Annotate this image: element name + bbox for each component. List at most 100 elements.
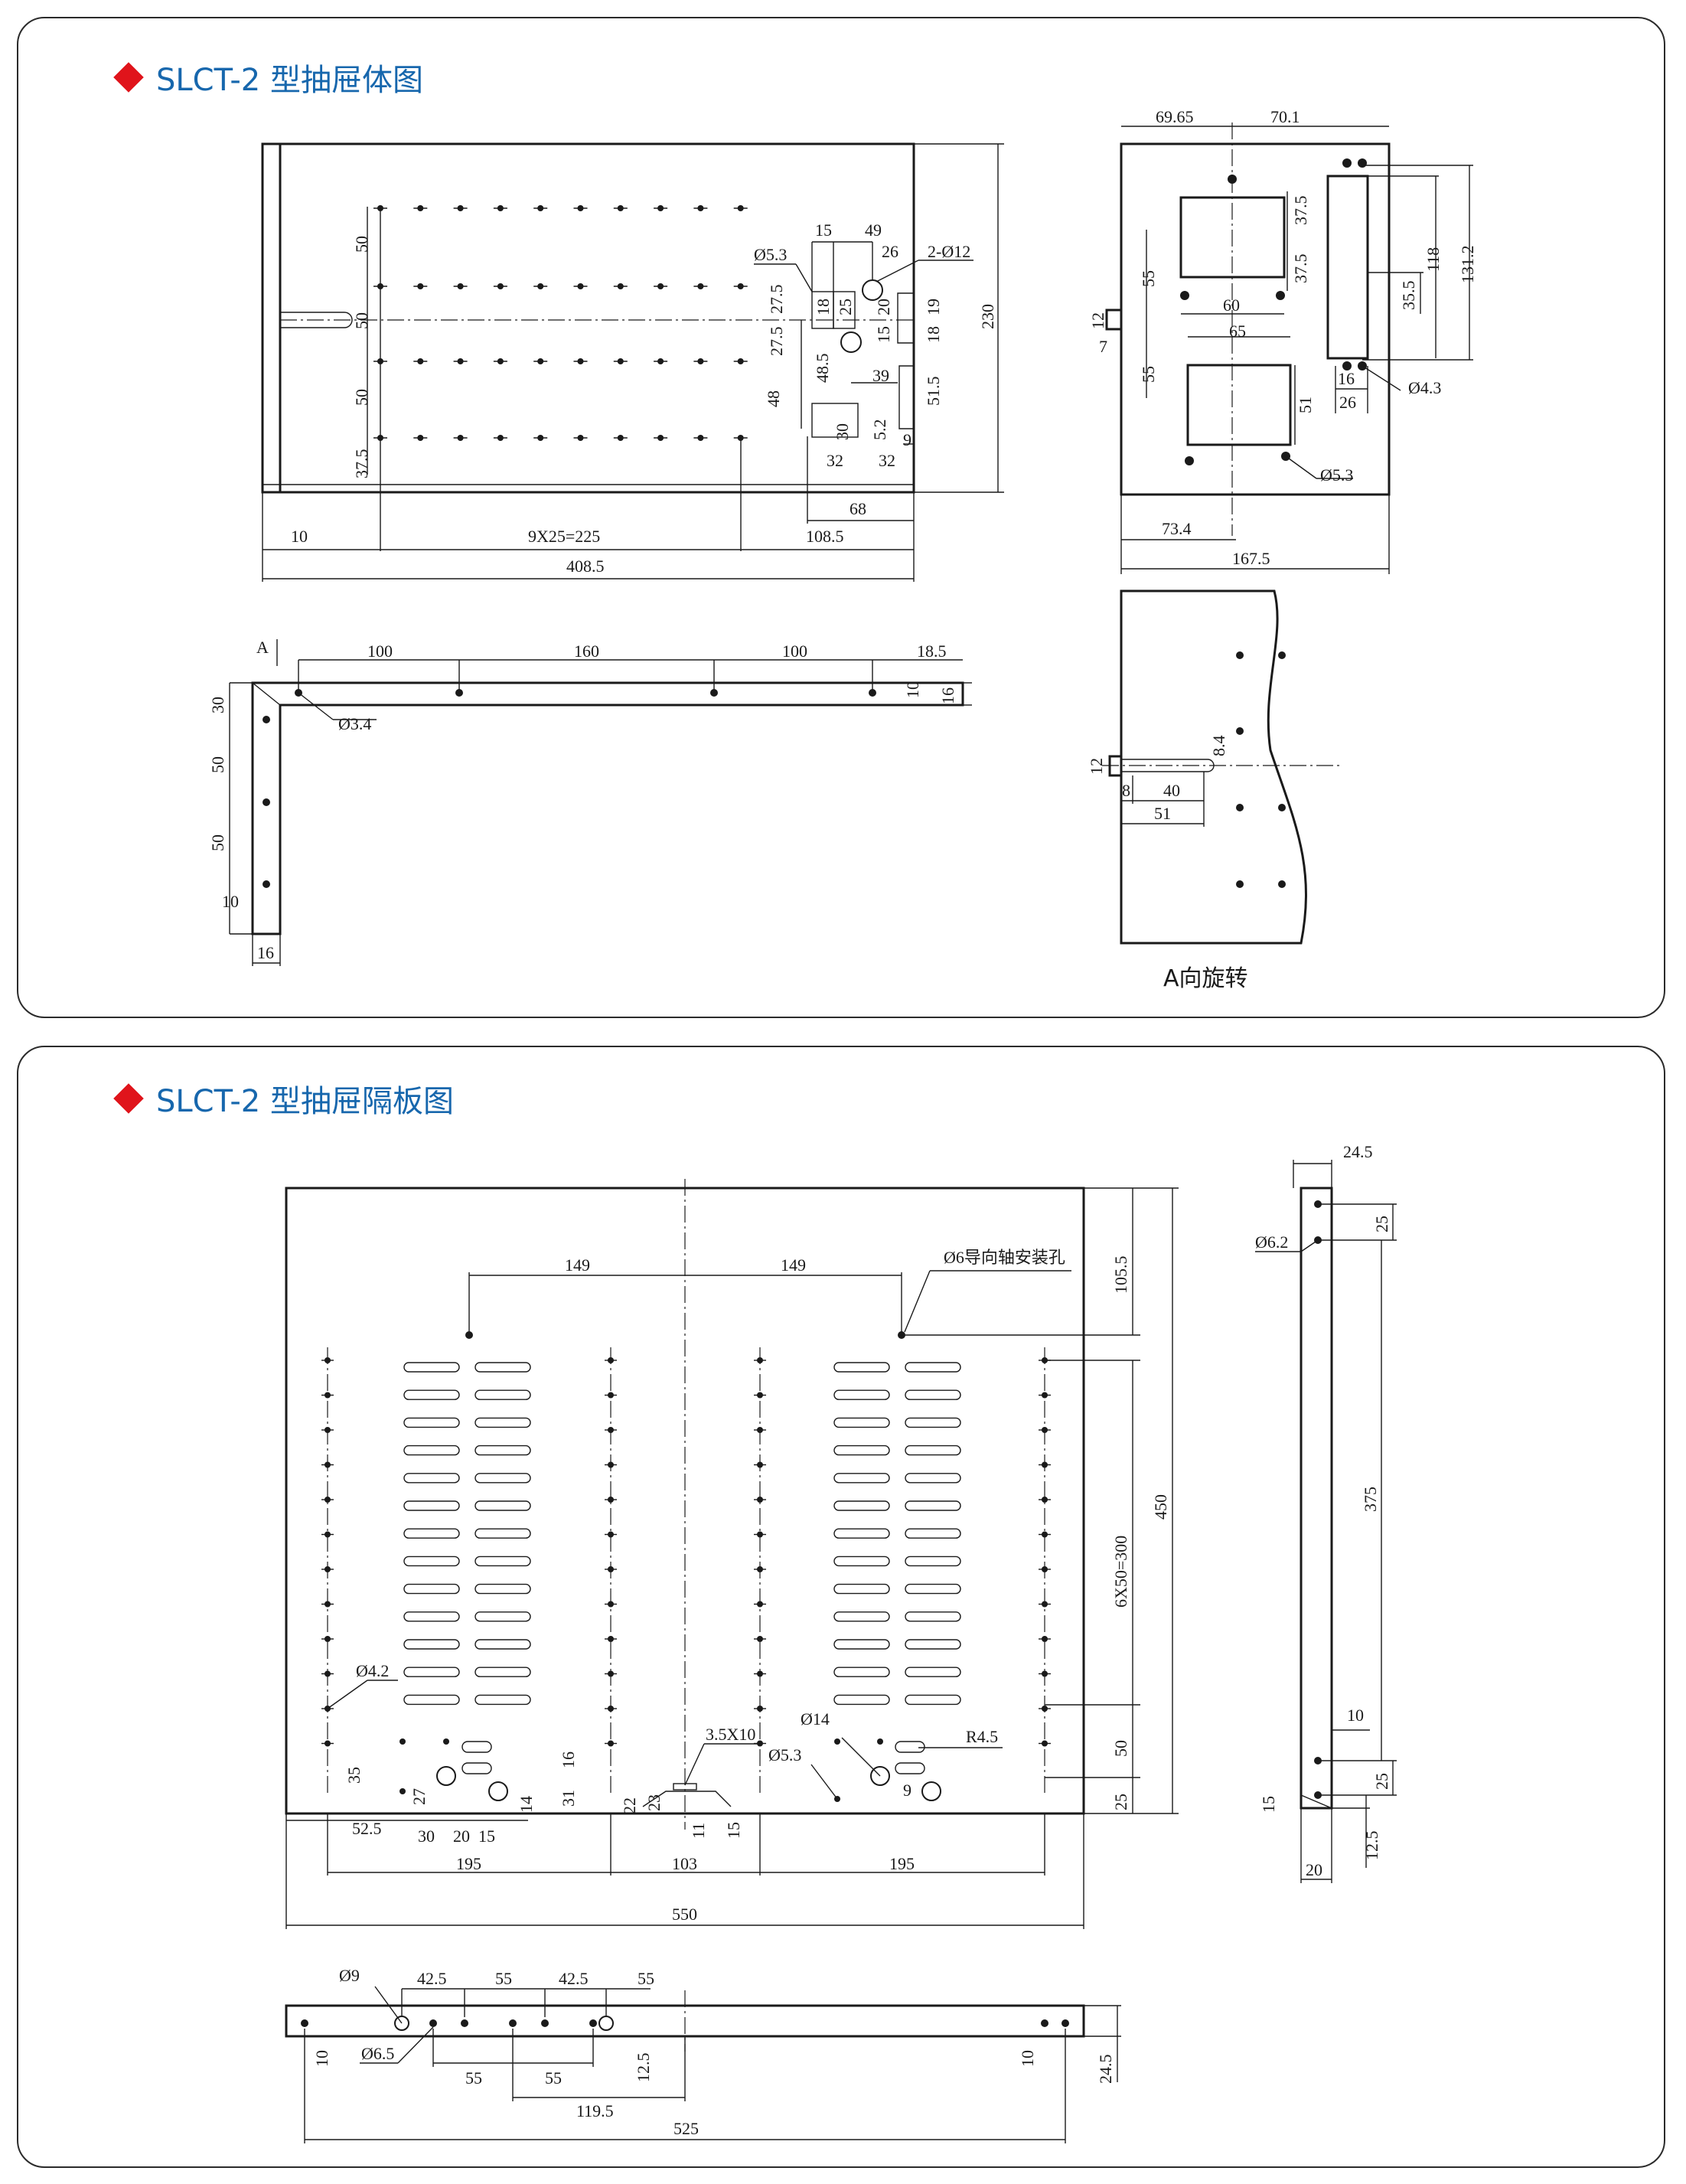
panel-title-text: SLCT-2 型抽屉体图 <box>156 63 423 98</box>
dim-text: 37.5 <box>1291 196 1310 226</box>
vent-slot <box>833 1445 890 1456</box>
view-c-side-profile: A 100 160 100 18.5 10 16 Ø3.4 30 50 50 1… <box>208 638 972 966</box>
view-e-hole <box>443 1738 449 1745</box>
leader <box>904 1270 931 1333</box>
dim-text: 2-Ø12 <box>928 242 970 261</box>
dim-text: 375 <box>1361 1487 1380 1512</box>
dim-text: 27.5 <box>767 285 786 315</box>
dim-text: 55 <box>465 2068 482 2088</box>
view-d-hole <box>1278 880 1286 888</box>
view-e-round-hole <box>436 1766 456 1786</box>
view-e-vent-slots <box>403 1362 961 1706</box>
dim-text: 26 <box>1339 393 1356 412</box>
vent-slot <box>403 1667 460 1677</box>
dim-text: 40 <box>1163 781 1180 800</box>
dim-text: 23 <box>644 1794 664 1811</box>
leader <box>876 260 919 282</box>
dim-text: Ø5.3 <box>768 1745 801 1765</box>
view-a-big-hole-2 <box>840 331 862 353</box>
dim-text: 30 <box>418 1827 435 1846</box>
view-e-small-slot <box>461 1741 492 1753</box>
dim-text: 167.5 <box>1232 549 1270 568</box>
dim-text: 10 <box>291 527 308 546</box>
dim-text: 35.5 <box>1399 281 1418 311</box>
view-a-notch-1 <box>897 292 914 344</box>
dim-text: 15 <box>478 1827 495 1846</box>
dim-text: 55 <box>1139 270 1158 287</box>
dim-text: 51 <box>1296 397 1315 413</box>
vent-slot <box>905 1611 961 1622</box>
dim-text: 60 <box>1223 295 1240 315</box>
vent-slot <box>403 1362 460 1373</box>
dim-text: 108.5 <box>806 527 844 546</box>
vent-slot <box>905 1694 961 1706</box>
vent-slot <box>905 1389 961 1400</box>
view-e-round-hole <box>921 1781 941 1801</box>
vent-slot <box>403 1583 460 1595</box>
dim-text: 70.1 <box>1270 107 1300 126</box>
dim-text: 10 <box>222 892 239 911</box>
view-g-hole <box>461 2019 468 2027</box>
view-b-hole <box>1342 158 1352 168</box>
view-a-cutout-2 <box>833 291 856 329</box>
dim-text: 5.2 <box>870 419 889 441</box>
vent-slot <box>905 1362 961 1373</box>
dim-text: 160 <box>574 641 599 661</box>
dim-text: 15 <box>1259 1796 1278 1813</box>
vent-slot <box>403 1417 460 1428</box>
vent-slot <box>833 1389 890 1400</box>
dim-text: 8.4 <box>1209 736 1228 757</box>
dim-text: 50 <box>352 236 371 253</box>
vent-slot <box>474 1445 531 1456</box>
drawer-body-panel: SLCT-2 型抽屉体图 <box>17 17 1665 1018</box>
vent-slot <box>905 1667 961 1677</box>
view-d-hole <box>1236 804 1244 811</box>
vent-slot <box>833 1362 890 1373</box>
vent-slot <box>474 1694 531 1706</box>
dim-text: 18 <box>814 299 833 315</box>
view-c-hole <box>263 880 270 888</box>
dim-text: 37.5 <box>1291 254 1310 284</box>
dim-text: 10 <box>312 2050 331 2067</box>
vent-slot <box>833 1583 890 1595</box>
vent-slot <box>833 1473 890 1484</box>
view-e-hole <box>834 1738 840 1745</box>
dim-text: 20 <box>453 1827 470 1846</box>
view-d-tab <box>1108 755 1123 777</box>
dim-text: 55 <box>545 2068 562 2088</box>
vent-slot <box>905 1500 961 1511</box>
dim-text: 25 <box>836 299 855 315</box>
view-e-round-hole <box>488 1781 508 1801</box>
dim-text: 9X25=225 <box>528 527 600 546</box>
view-a-slot <box>280 312 353 328</box>
dim-text: 26 <box>882 242 898 261</box>
dim-text: 32 <box>827 451 843 470</box>
vent-slot <box>474 1389 531 1400</box>
dim-text: Ø6.5 <box>361 2044 394 2063</box>
view-d-hole <box>1236 727 1244 735</box>
dim-text: 24.5 <box>1096 2055 1115 2084</box>
dim-text: 6X50=300 <box>1111 1536 1130 1608</box>
dim-text: 525 <box>673 2119 699 2138</box>
dim-text: 16 <box>938 687 957 704</box>
vent-slot <box>905 1556 961 1567</box>
vent-slot <box>833 1528 890 1539</box>
dim-text: Ø6导向轴安装孔 <box>944 1248 1065 1267</box>
dim-text: 8 <box>1122 781 1130 800</box>
leader <box>327 1680 368 1709</box>
vent-slot <box>833 1417 890 1428</box>
view-d-rotated: 8.4 12 8 40 51 A向旋转 <box>1087 589 1343 992</box>
dim-text: 50 <box>352 312 371 329</box>
view-e-small-slot <box>895 1741 925 1753</box>
dim-text: 10 <box>1347 1706 1364 1725</box>
dim-text: 50 <box>208 834 227 851</box>
vent-slot <box>474 1473 531 1484</box>
dim-text: 22 <box>620 1797 639 1814</box>
dim-text: 9 <box>903 1781 911 1800</box>
view-b-hole <box>1185 456 1194 465</box>
view-c-bend <box>252 682 281 706</box>
vent-slot <box>403 1389 460 1400</box>
dim-text: 50 <box>208 756 227 773</box>
leader <box>1285 455 1317 479</box>
